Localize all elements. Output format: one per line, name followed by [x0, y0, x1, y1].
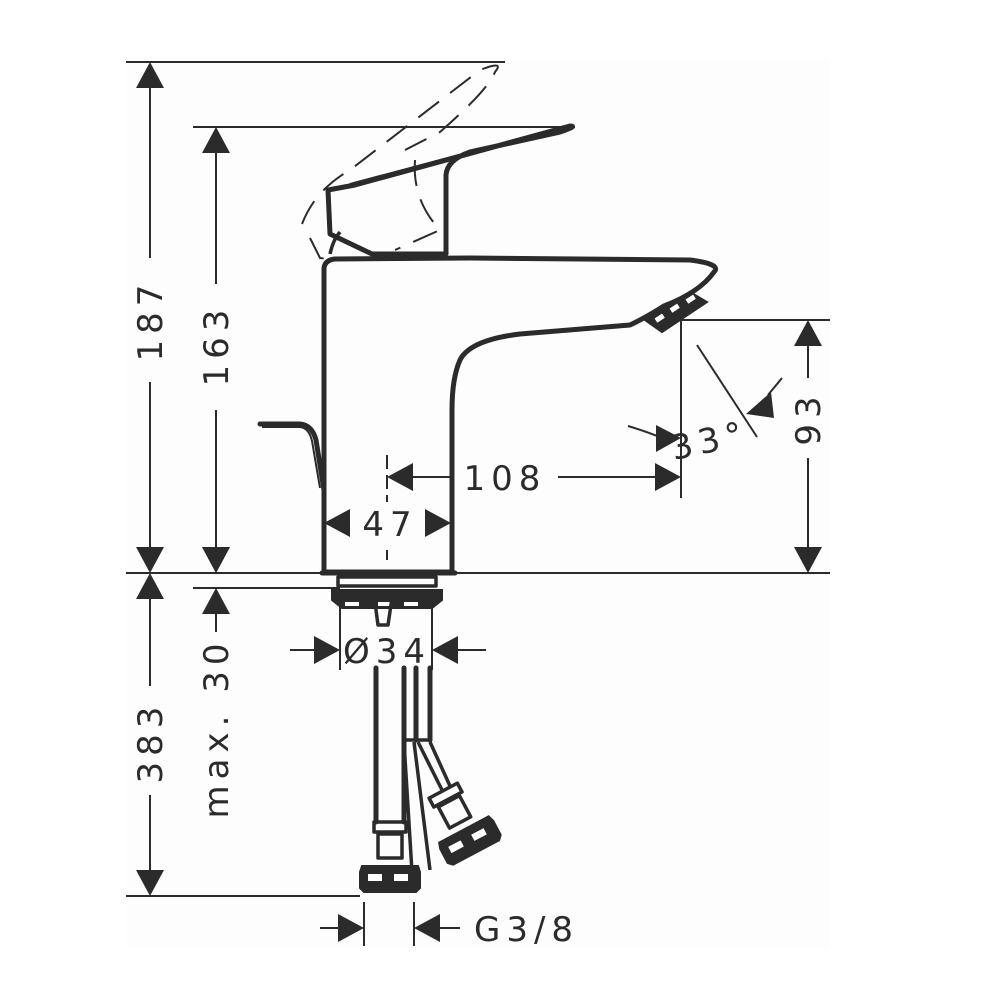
arrow-down-icon [136, 870, 164, 896]
arrow-left-icon [387, 463, 413, 491]
label-shank-diameter: Ø34 [343, 632, 431, 672]
dimension-connection-thread [320, 902, 460, 946]
label-spout-height: 93 [789, 390, 829, 445]
label-connection-thread: G3/8 [474, 910, 579, 950]
arrow-right-icon [338, 914, 364, 942]
arrow-down-icon [202, 547, 230, 573]
arrow-right-icon [425, 509, 451, 537]
dimension-spout-angle [627, 344, 783, 452]
label-overall-height: 187 [131, 279, 171, 362]
arrow-up-icon [136, 62, 164, 88]
faucet-body [257, 64, 718, 609]
arrow-diagonal-icon [746, 392, 774, 418]
drawing-panel [126, 60, 830, 948]
dimension-spout-reach [386, 455, 681, 502]
dimension-shank-diameter [290, 600, 486, 670]
arrow-right-icon [655, 463, 681, 491]
hose-fitting-right [427, 781, 502, 866]
label-body-height: 163 [197, 304, 237, 387]
arrow-right-icon [314, 636, 340, 664]
arrow-down-icon [794, 547, 822, 573]
label-hose-length: 383 [131, 701, 171, 784]
dimension-hose-length [136, 573, 164, 896]
dimension-body-width [324, 509, 451, 566]
dimension-overall-height [136, 62, 164, 573]
arrow-up-icon [202, 127, 230, 153]
aerator [643, 290, 709, 334]
arrow-up-icon [202, 588, 230, 614]
arrow-down-icon [136, 547, 164, 573]
label-body-width: 47 [362, 505, 417, 545]
arrow-up-icon [794, 320, 822, 346]
dimension-spout-height [794, 320, 822, 573]
arrow-left-icon [414, 914, 440, 942]
arrow-left-icon [324, 509, 350, 537]
hose-fitting-left [359, 820, 421, 893]
arrow-left-icon [432, 636, 458, 664]
arrow-right-icon [656, 425, 681, 452]
arrow-up-icon [136, 573, 164, 599]
label-max-deck-thickness: max. 30 [197, 638, 237, 819]
reference-lines [126, 61, 830, 897]
supply-hoses [359, 594, 502, 893]
label-spout-reach: 108 [464, 459, 547, 499]
dimension-max-deck-thickness [202, 547, 230, 632]
